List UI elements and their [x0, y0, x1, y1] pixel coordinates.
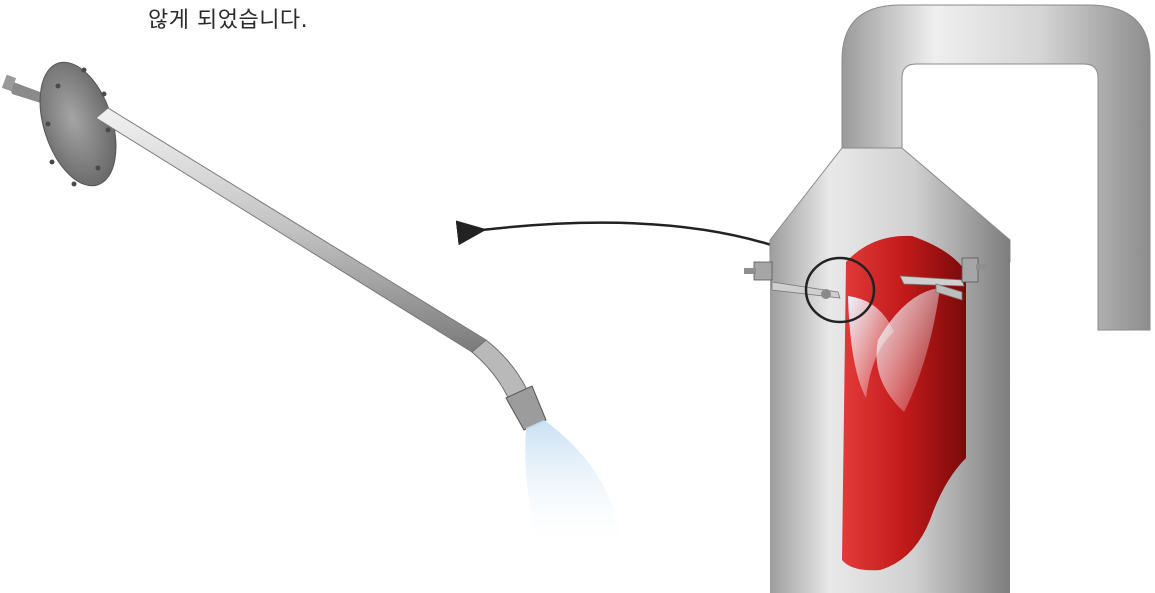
- tower-nozzle-left: [821, 289, 831, 299]
- tower-port-left-fitting: [744, 268, 756, 274]
- tower-port-right-fitting: [976, 264, 988, 270]
- scrubber-tower: [744, 5, 1150, 593]
- lance-tube: [96, 108, 486, 352]
- spray-lance: [2, 53, 620, 553]
- tower-port-right: [962, 258, 978, 282]
- spray-cone: [525, 420, 620, 553]
- tower-port-left: [754, 262, 772, 280]
